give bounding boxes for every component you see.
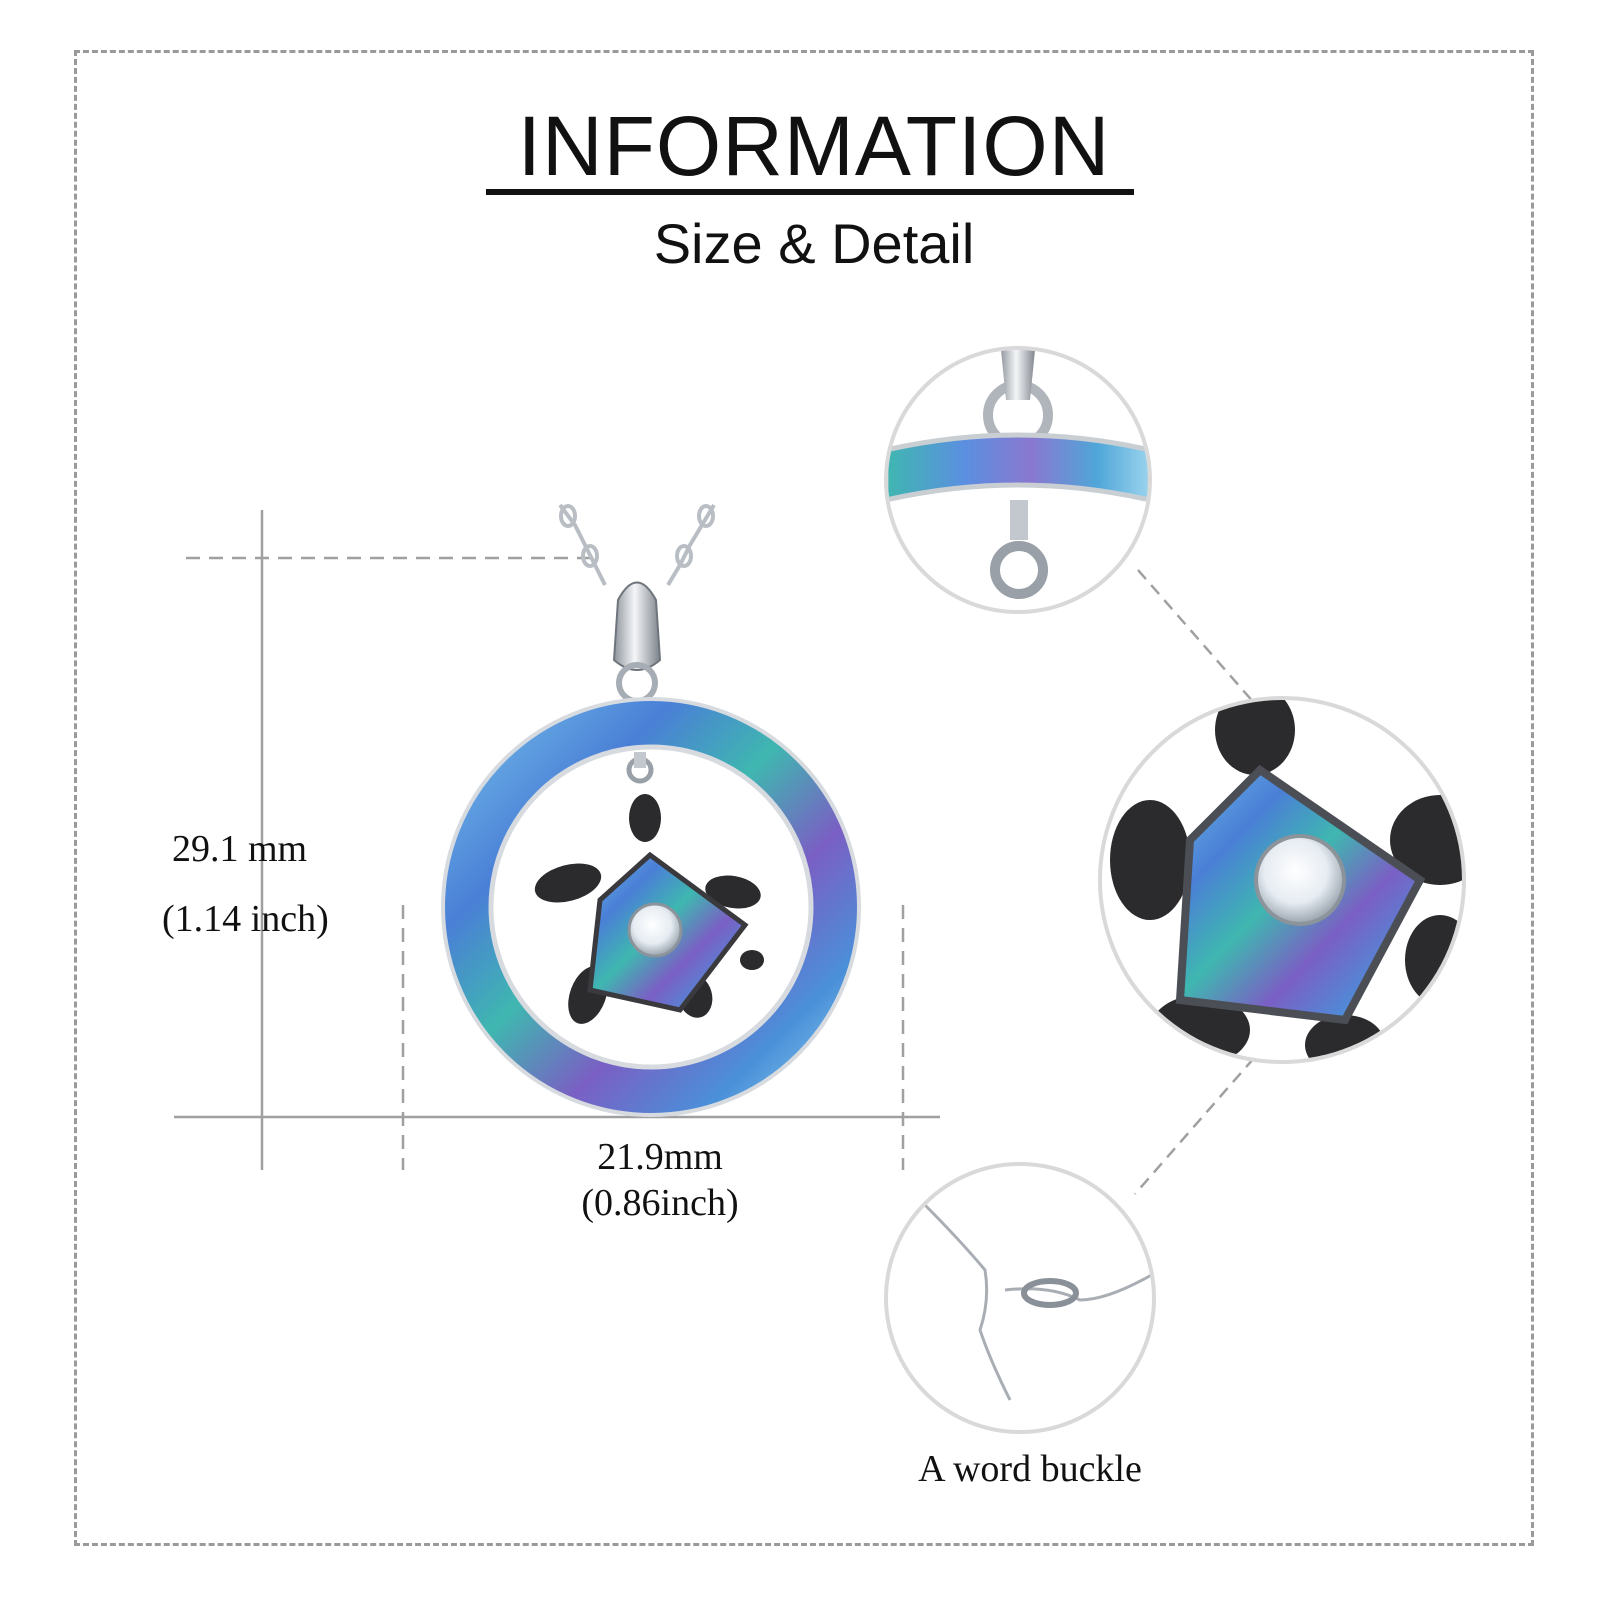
chain — [558, 503, 716, 587]
height-inch-label: (1.14 inch) — [162, 898, 329, 940]
width-mm-label: 21.9mm — [597, 1136, 723, 1178]
detail-circle-bail — [884, 346, 1152, 614]
detail-circle-turtle — [1098, 696, 1466, 1064]
pendant-main — [441, 503, 861, 1117]
center-gem — [627, 902, 683, 958]
connector-top — [1137, 569, 1263, 713]
page-title: INFORMATION — [517, 99, 1111, 193]
bail — [612, 581, 662, 671]
height-mm-label: 29.1 mm — [172, 828, 308, 870]
connector-bottom — [1134, 1057, 1255, 1195]
turtle-charm — [534, 794, 764, 1024]
buckle-caption: A word buckle — [918, 1448, 1142, 1490]
dimension-guides — [174, 510, 1263, 1195]
abalone-ring — [443, 699, 859, 1115]
title-underline — [486, 189, 1134, 195]
page-subtitle: Size & Detail — [653, 212, 975, 275]
detail-circle-clasp — [884, 1162, 1156, 1434]
dashed-frame — [74, 50, 1534, 1546]
width-inch-label: (0.86inch) — [581, 1182, 739, 1224]
